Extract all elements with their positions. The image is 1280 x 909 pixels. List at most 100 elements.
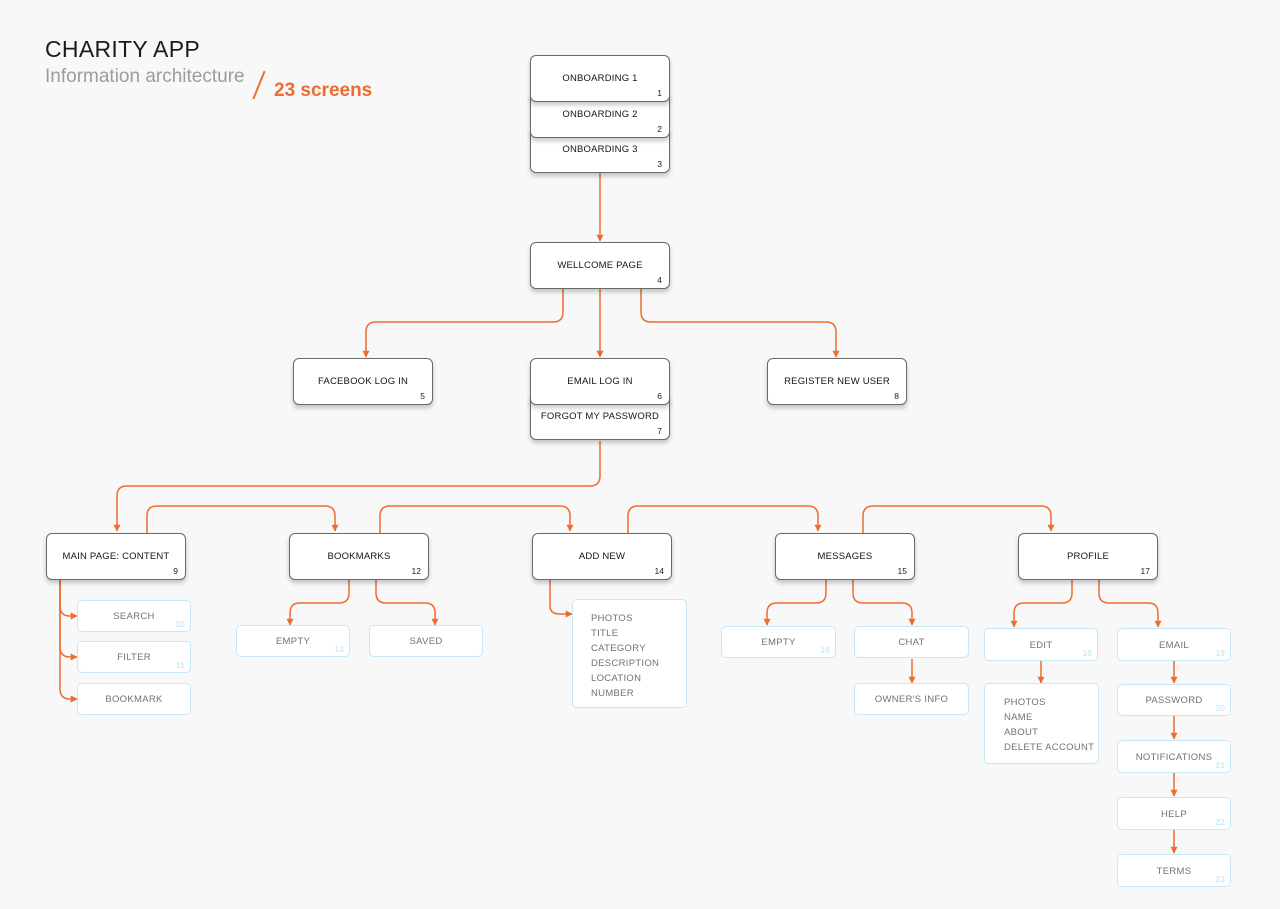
node-terms[interactable]: TERMS 23 bbox=[1117, 854, 1231, 887]
arrow-bookmarks-to-empty bbox=[286, 580, 350, 626]
node-password[interactable]: PASSWORD 20 bbox=[1117, 684, 1231, 716]
node-filter[interactable]: FILTER 11 bbox=[77, 641, 191, 673]
node-add-new-fields[interactable]: PHOTOS TITLE CATEGORY DESCRIPTION LOCATION NU… bbox=[572, 599, 687, 708]
node-owners-info[interactable]: OWNER'S INFO bbox=[854, 683, 969, 715]
node-number: 13 bbox=[334, 644, 344, 654]
node-welcome-page[interactable]: WELLCOME PAGE 4 bbox=[530, 242, 670, 289]
node-number: 21 bbox=[1215, 760, 1225, 770]
arrow-main-to-search bbox=[59, 580, 78, 620]
arrow-profile-to-edit bbox=[1010, 580, 1073, 628]
field-item: PHOTOS bbox=[1004, 697, 1046, 708]
node-label: SEARCH bbox=[113, 611, 155, 622]
node-main-page[interactable]: MAIN PAGE: CONTENT 9 bbox=[46, 533, 186, 580]
arrow-messages-to-profile bbox=[862, 505, 1055, 533]
node-label: ADD NEW bbox=[578, 551, 626, 562]
page-title: CHARITY APP bbox=[45, 36, 200, 62]
node-email[interactable]: EMAIL 19 bbox=[1117, 628, 1231, 661]
node-edit[interactable]: EDIT 18 bbox=[984, 628, 1098, 661]
page-subtitle: Information architecture bbox=[45, 66, 245, 87]
node-label: CHAT bbox=[898, 637, 925, 648]
node-facebook-login[interactable]: FACEBOOK LOG IN 5 bbox=[293, 358, 433, 405]
node-messages-empty[interactable]: EMPTY 16 bbox=[721, 626, 836, 658]
arrow-main-to-bookmark bbox=[59, 580, 78, 703]
field-item: DESCRIPTION bbox=[591, 658, 660, 669]
node-label: SAVED bbox=[409, 636, 443, 647]
arrow-messages-to-empty bbox=[763, 580, 827, 626]
node-label: FACEBOOK LOG IN bbox=[317, 376, 409, 387]
node-bookmark[interactable]: BOOKMARK bbox=[77, 683, 191, 715]
field-item: PHOTOS bbox=[591, 613, 633, 624]
node-label: NOTIFICATIONS bbox=[1135, 752, 1213, 763]
node-number: 7 bbox=[657, 426, 662, 436]
arrow-addnew-to-fields bbox=[549, 580, 573, 618]
node-number: 23 bbox=[1215, 874, 1225, 884]
node-number: 15 bbox=[897, 566, 907, 576]
field-item: CATEGORY bbox=[591, 643, 646, 654]
node-number: 3 bbox=[657, 159, 662, 169]
node-label: REGISTER NEW USER bbox=[784, 376, 890, 387]
node-label: FORGOT MY PASSWORD bbox=[540, 411, 660, 422]
header: CHARITY APP Information architecture bbox=[45, 36, 245, 88]
node-number: 22 bbox=[1215, 817, 1225, 827]
node-number: 5 bbox=[420, 391, 425, 401]
node-number: 20 bbox=[1215, 703, 1225, 713]
field-item: NUMBER bbox=[591, 688, 634, 699]
node-bookmarks-empty[interactable]: EMPTY 13 bbox=[236, 625, 350, 657]
arrow-main-to-filter bbox=[59, 580, 78, 661]
node-saved[interactable]: SAVED bbox=[369, 625, 483, 657]
arrow-main-to-bookmarks bbox=[146, 505, 339, 533]
node-label: EMPTY bbox=[275, 636, 311, 647]
node-search[interactable]: SEARCH 10 bbox=[77, 600, 191, 632]
node-number: 2 bbox=[657, 124, 662, 134]
node-number: 6 bbox=[657, 391, 662, 401]
node-email-login[interactable]: EMAIL LOG IN 6 bbox=[530, 358, 670, 405]
node-chat[interactable]: CHAT bbox=[854, 626, 969, 658]
node-number: 4 bbox=[657, 275, 662, 285]
arrow-welcome-to-register bbox=[640, 289, 840, 358]
field-item: LOCATION bbox=[591, 673, 642, 684]
node-label: EMAIL LOG IN bbox=[567, 376, 633, 387]
node-label: FILTER bbox=[117, 652, 151, 663]
node-number: 16 bbox=[820, 645, 830, 655]
node-label: HELP bbox=[1160, 809, 1188, 820]
node-add-new[interactable]: ADD NEW 14 bbox=[532, 533, 672, 580]
node-number: 18 bbox=[1082, 648, 1092, 658]
node-number: 9 bbox=[173, 566, 178, 576]
arrow-bookmarks-to-saved bbox=[375, 580, 439, 626]
arrow-login-to-main bbox=[113, 441, 601, 532]
arrow-profile-to-email bbox=[1098, 580, 1162, 628]
node-onboarding-1[interactable]: ONBOARDING 1 1 bbox=[530, 55, 670, 102]
node-label: EMAIL bbox=[1158, 640, 1189, 651]
field-list: PHOTOS TITLE CATEGORY DESCRIPTION LOCATION NU… bbox=[591, 611, 659, 701]
node-profile[interactable]: PROFILE 17 bbox=[1018, 533, 1158, 580]
node-label: BOOKMARKS bbox=[327, 551, 391, 562]
node-label: MAIN PAGE: CONTENT bbox=[62, 551, 170, 562]
node-number: 19 bbox=[1215, 648, 1225, 658]
field-item: TITLE bbox=[591, 628, 619, 639]
node-number: 1 bbox=[657, 88, 662, 98]
arrow-addnew-to-messages bbox=[627, 505, 822, 533]
node-number: 12 bbox=[411, 566, 421, 576]
node-label: EMPTY bbox=[761, 637, 796, 648]
node-label: OWNER'S INFO bbox=[874, 694, 949, 705]
node-label: BOOKMARK bbox=[105, 694, 163, 705]
field-item: NAME bbox=[1004, 712, 1033, 723]
node-number: 14 bbox=[654, 566, 664, 576]
node-number: 10 bbox=[175, 619, 185, 629]
node-bookmarks[interactable]: BOOKMARKS 12 bbox=[289, 533, 429, 580]
node-label: ONBOARDING 2 bbox=[562, 109, 638, 120]
field-item: DELETE ACCOUNT bbox=[1004, 742, 1095, 753]
node-label: ONBOARDING 1 bbox=[562, 73, 638, 84]
node-label: TERMS bbox=[1156, 866, 1192, 877]
screen-count: 23 screens bbox=[274, 80, 373, 101]
node-help[interactable]: HELP 22 bbox=[1117, 797, 1231, 830]
arrow-messages-to-chat bbox=[852, 580, 916, 626]
arrow-welcome-to-facebook bbox=[362, 289, 564, 358]
node-register-new-user[interactable]: REGISTER NEW USER 8 bbox=[767, 358, 907, 405]
node-notifications[interactable]: NOTIFICATIONS 21 bbox=[1117, 740, 1231, 773]
node-number: 8 bbox=[894, 391, 899, 401]
node-messages[interactable]: MESSAGES 15 bbox=[775, 533, 915, 580]
